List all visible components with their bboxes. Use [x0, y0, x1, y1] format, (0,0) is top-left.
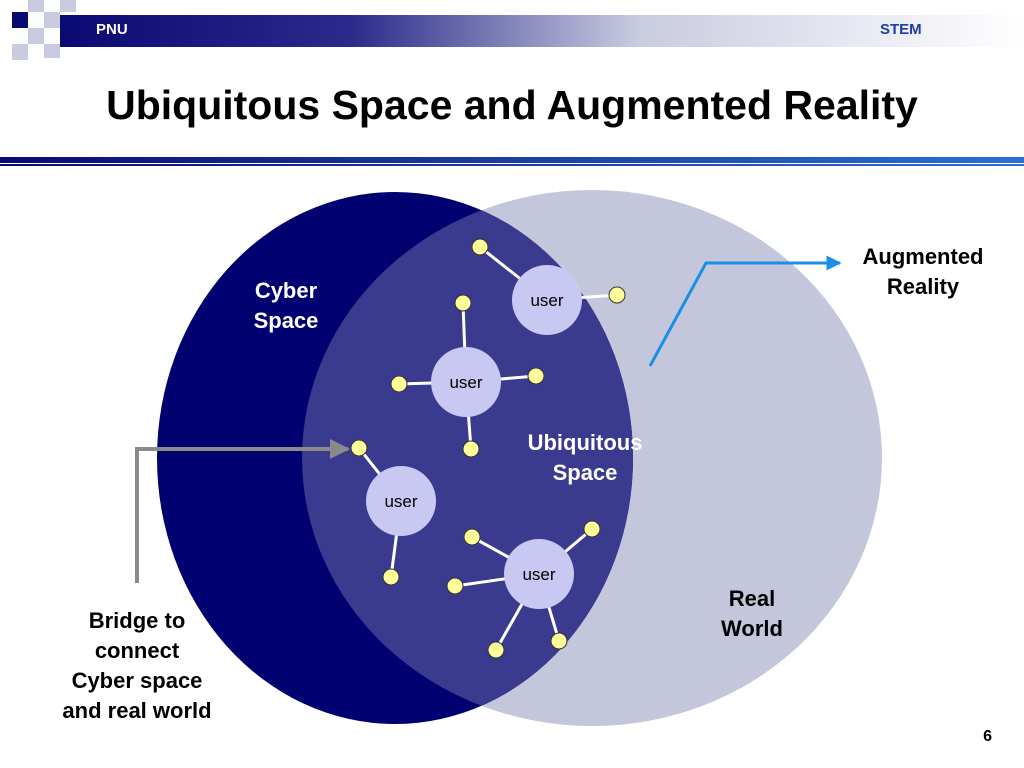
logo-square — [28, 0, 44, 12]
augmented-reality-label-line: Augmented — [862, 244, 984, 269]
ubiquitous-space-label-line: Space — [552, 460, 618, 485]
header-bar — [60, 15, 1024, 47]
device-node-icon — [463, 528, 481, 546]
user-node — [366, 466, 436, 536]
title-rule — [0, 157, 1024, 163]
logo-square — [28, 28, 44, 44]
device-node-icon — [446, 577, 464, 595]
logo-square — [12, 12, 28, 28]
user-label: user — [449, 373, 482, 392]
bridge-label-line: Cyber space — [71, 668, 203, 693]
user-node — [512, 265, 582, 335]
device-node-icon — [550, 632, 568, 650]
page-number: 6 — [983, 728, 992, 745]
title-rule-thin — [0, 164, 1024, 166]
device-node-icon — [382, 568, 400, 586]
device-node-icon — [527, 367, 545, 385]
header-left-text: PNU — [96, 21, 128, 38]
cyber-space-label-line: Cyber — [254, 278, 318, 303]
real-world-label: Real World — [700, 584, 804, 644]
user-node — [431, 347, 501, 417]
ubiquitous-space-label: Ubiquitous Space — [505, 428, 665, 488]
slide-title: Ubiquitous Space and Augmented Reality — [106, 82, 918, 128]
augmented-reality-arrow — [648, 255, 842, 367]
augmented-reality-label-line: Reality — [886, 274, 960, 299]
cyber-space-label-line: Space — [253, 308, 319, 333]
user-label: user — [384, 492, 417, 511]
logo-square — [44, 44, 60, 58]
logo-square — [60, 0, 76, 12]
device-node-icon — [390, 375, 408, 393]
bridge-label-line: Bridge to — [88, 608, 186, 633]
bridge-label: Bridge to connect Cyber space and real w… — [30, 606, 244, 726]
cyber-space-label: Cyber Space — [236, 276, 336, 336]
device-node-icon — [487, 641, 505, 659]
bridge-label-line: and real world — [62, 698, 212, 723]
user-label: user — [522, 565, 555, 584]
user-label: user — [530, 291, 563, 310]
header-right-text: STEM — [880, 21, 922, 38]
augmented-reality-label: Augmented Reality — [838, 242, 1008, 302]
device-node-icon — [583, 520, 601, 538]
device-node-icon — [454, 294, 472, 312]
device-node-icon — [350, 439, 368, 457]
real-world-label-line: World — [721, 616, 783, 641]
bridge-label-line: connect — [94, 638, 180, 663]
device-node-icon — [462, 440, 480, 458]
logo-square — [44, 12, 60, 28]
device-node-icon — [608, 286, 626, 304]
user-node — [504, 539, 574, 609]
ubiquitous-space-overlap — [302, 192, 633, 724]
real-world-label-line: Real — [728, 586, 776, 611]
device-node-icon — [471, 238, 489, 256]
ubiquitous-space-label-line: Ubiquitous — [527, 430, 643, 455]
logo-square — [12, 44, 28, 60]
bridge-arrow — [135, 439, 350, 583]
